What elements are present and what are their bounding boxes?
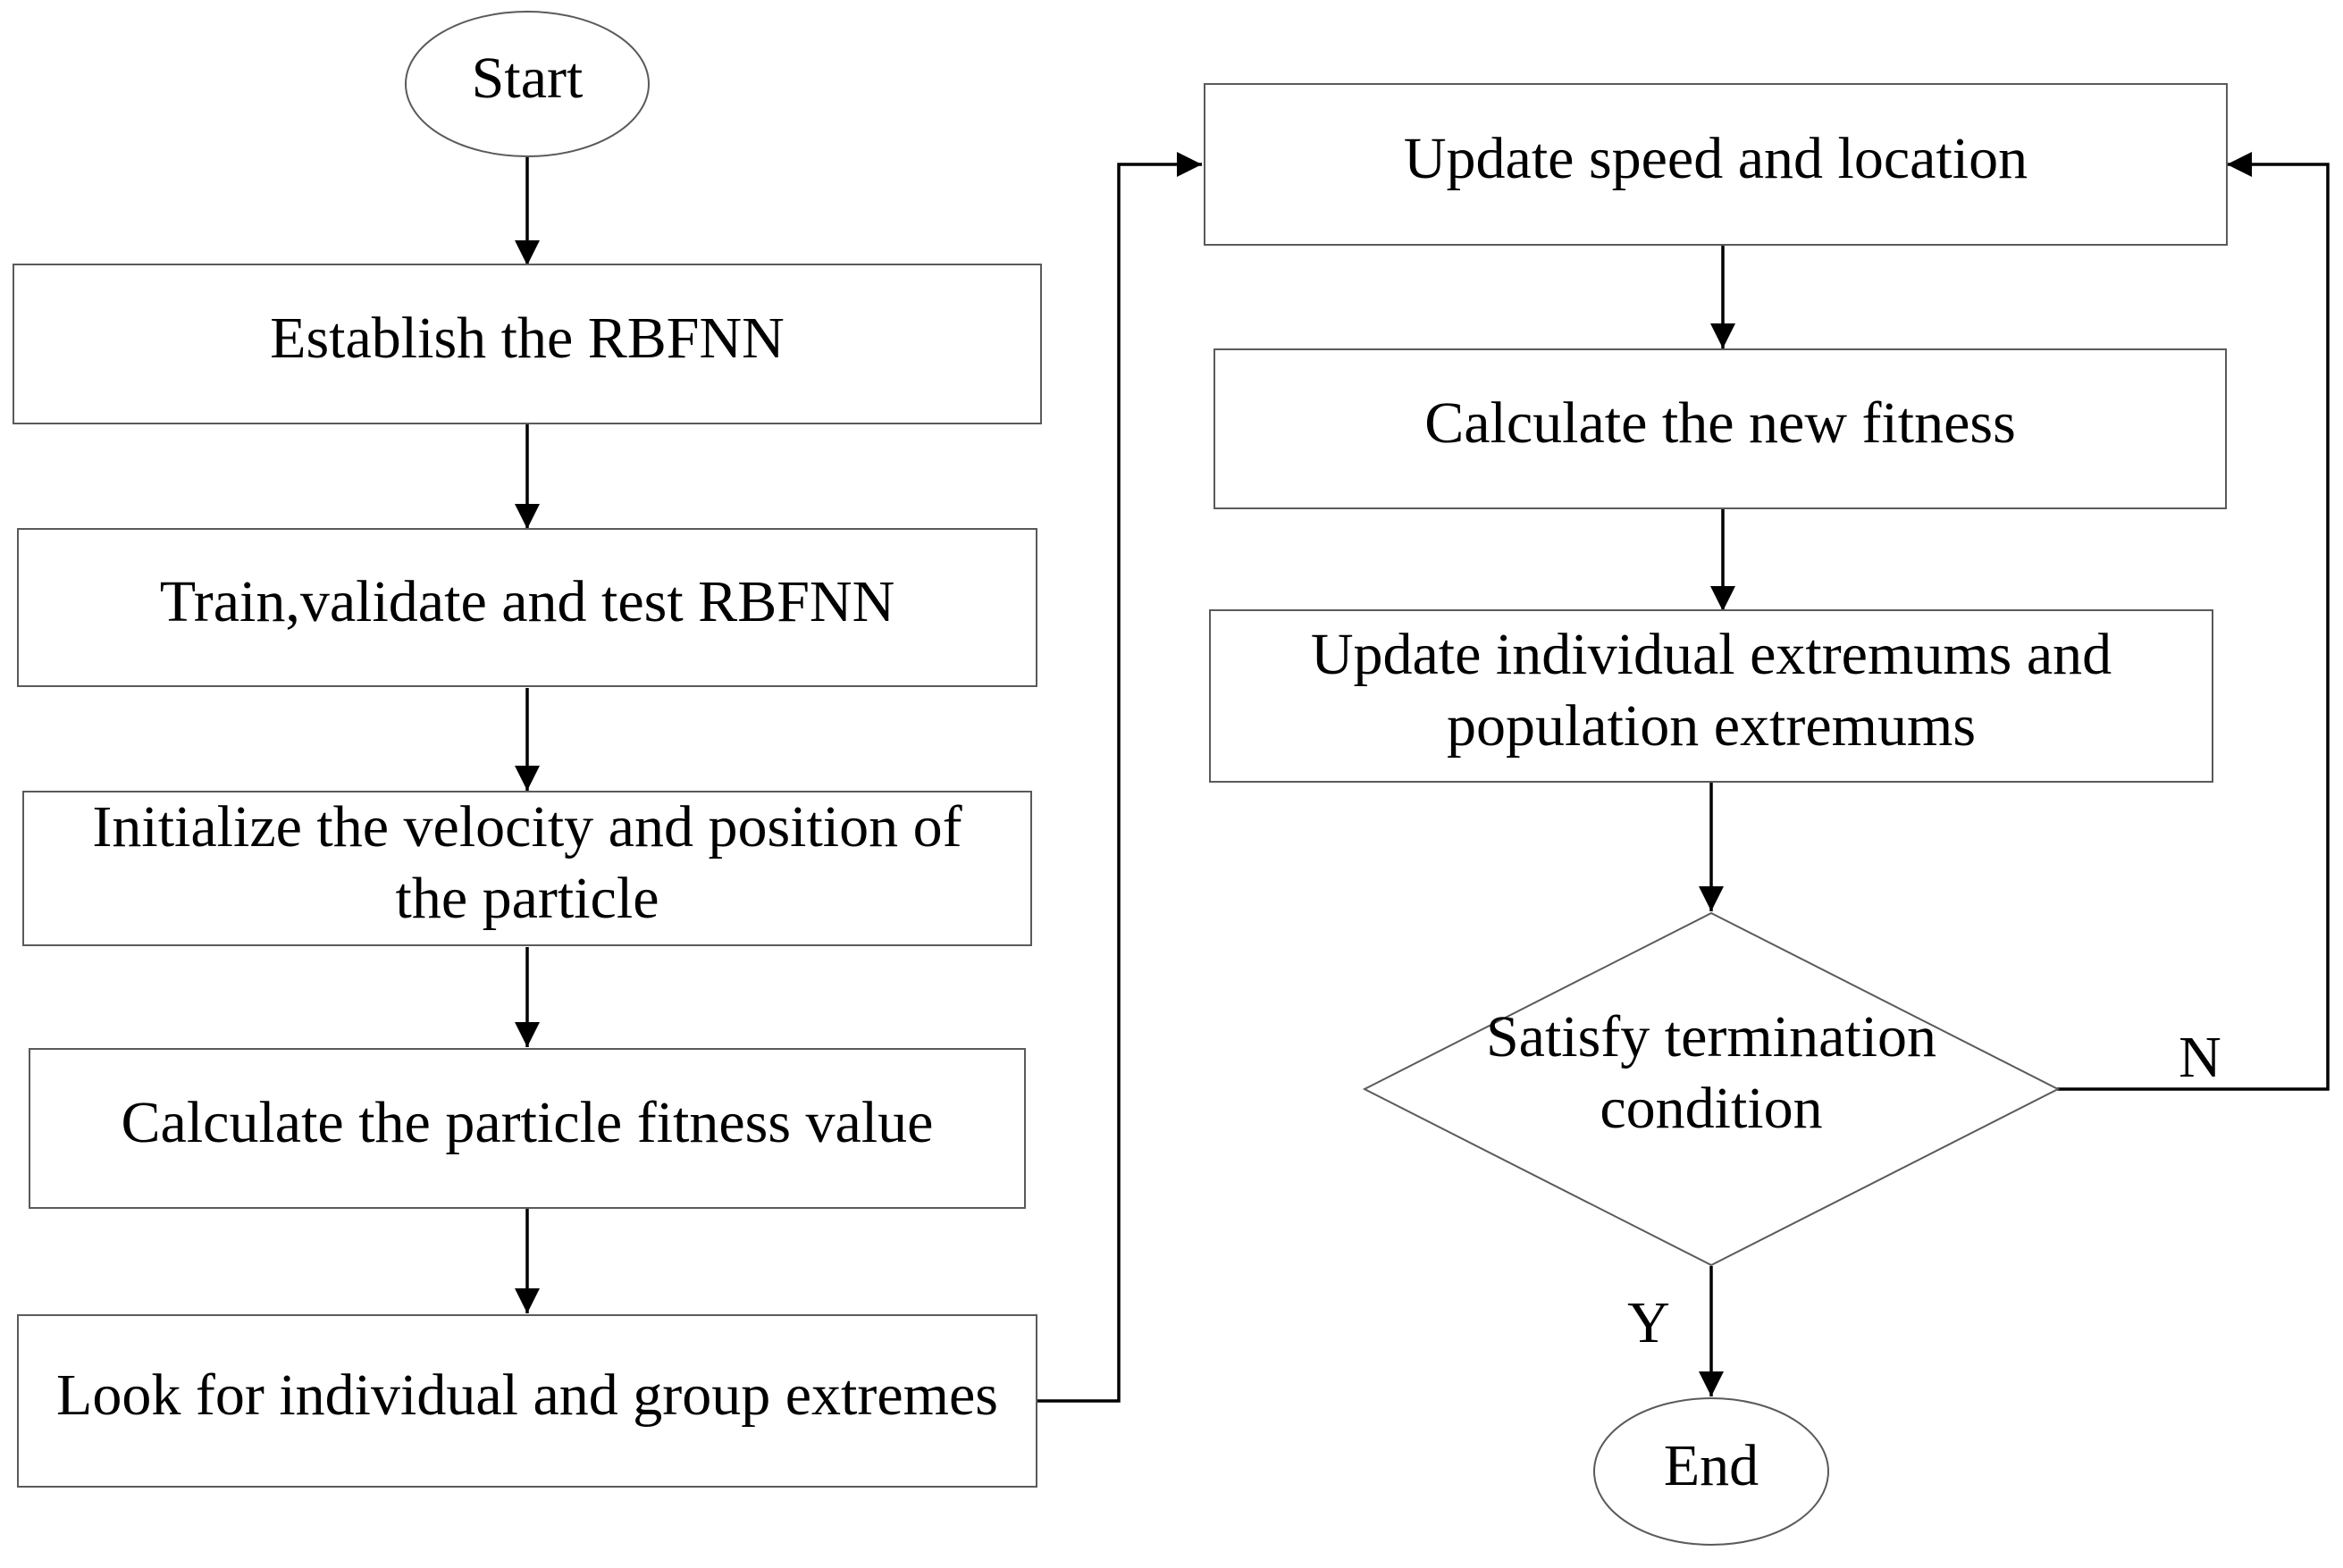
node-label-train: Train,validate and test RBFNN — [160, 569, 895, 634]
node-shape-terminate — [1362, 911, 2061, 1267]
node-establish: Establish the RBFNN — [13, 264, 1042, 424]
node-init: Initialize the velocity and position of t… — [22, 791, 1032, 946]
node-shape-end — [1593, 1397, 1829, 1546]
node-label-start: Start — [472, 46, 584, 111]
node-train: Train,validate and test RBFNN — [17, 528, 1037, 687]
node-shape-calc-fitness — [29, 1048, 1026, 1209]
node-label-end: End — [1664, 1433, 1759, 1498]
node-update-extremums: Update individual extremums andpopulatio… — [1209, 609, 2213, 783]
node-label-init-line-2: the particle — [395, 866, 659, 931]
node-shape-update-speed — [1204, 83, 2228, 246]
edge-label-n: N — [2179, 1025, 2221, 1090]
node-label-update-extremums-line-1: Update individual extremums and — [1311, 622, 2112, 687]
node-look-extremes: Look for individual and group extremes — [17, 1314, 1037, 1488]
node-calc-new-fitness: Calculate the new fitness — [1213, 348, 2227, 509]
node-label-update-speed: Update speed and location — [1404, 126, 2028, 191]
edges-layer: NY — [515, 152, 2330, 1403]
node-end: End — [1593, 1397, 1829, 1546]
node-shape-calc-new-fitness — [1213, 348, 2227, 509]
node-shape-update-extremums — [1209, 609, 2213, 783]
node-update-speed: Update speed and location — [1204, 83, 2228, 246]
node-label-update-extremums-line-2: population extremums — [1447, 693, 1976, 759]
node-shape-establish — [13, 264, 1042, 424]
node-label-calc-new-fitness: Calculate the new fitness — [1424, 390, 2016, 456]
edge-look-extremes-to-update-speed — [1037, 152, 1202, 1403]
node-shape-start — [405, 11, 650, 157]
edge-terminate-to-update-speed — [2057, 152, 2330, 1091]
node-label-look-extremes: Look for individual and group extremes — [56, 1363, 998, 1428]
node-label-init-line-1: Initialize the velocity and position of — [92, 794, 962, 859]
node-label-calc-fitness: Calculate the particle fitness value — [122, 1090, 934, 1155]
node-label-establish: Establish the RBFNN — [270, 306, 785, 371]
node-shape-init — [22, 791, 1032, 946]
node-shape-look-extremes — [17, 1314, 1037, 1488]
node-label-terminate-line-1: Satisfy termination — [1486, 1004, 1936, 1069]
node-calc-fitness: Calculate the particle fitness value — [29, 1048, 1026, 1209]
node-label-terminate-line-2: condition — [1600, 1076, 1822, 1141]
edge-label-y: Y — [1627, 1290, 1670, 1355]
node-terminate: Satisfy termination condition — [1362, 911, 2061, 1267]
node-shape-train — [17, 528, 1037, 687]
node-start: Start — [405, 11, 650, 157]
